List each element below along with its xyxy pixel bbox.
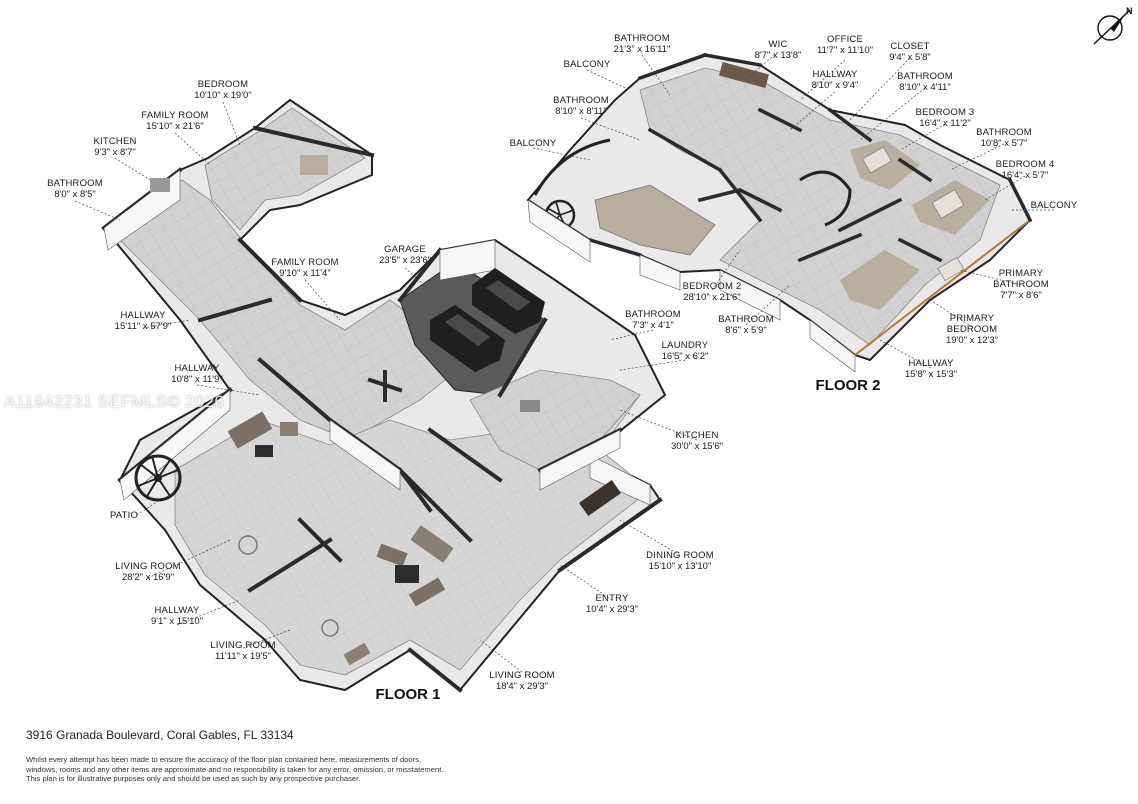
disclaimer-text: Whilst every attempt has been made to en… (26, 755, 486, 784)
compass-icon (1093, 9, 1131, 45)
primary-bedroom-carpet (840, 250, 920, 310)
bedroom4-bed (931, 189, 965, 219)
floor1-wall-faces (103, 169, 651, 506)
label-balcony-2: BALCONY (509, 138, 557, 149)
disclaimer-line: windows, rooms and any other items are a… (26, 764, 444, 774)
disclaimer-line: Whilst every attempt has been made to en… (26, 755, 422, 764)
balcony-rail (854, 219, 1031, 356)
garage-car-2 (472, 268, 545, 334)
floor2-curved-stair (799, 170, 852, 227)
property-address: 3916 Granada Boulevard, Coral Gables, FL… (26, 728, 294, 742)
floor2-title: FLOOR 2 (815, 377, 881, 394)
kitchen-floor (469, 369, 641, 471)
floor2-plan (526, 52, 1033, 373)
balcony-curve (533, 138, 611, 196)
bedroom3-bed (862, 146, 892, 174)
bedroom3-carpet (850, 140, 920, 190)
leader-lines (74, 51, 1054, 673)
disclaimer-line: This plan is for illustrative purposes o… (26, 774, 361, 784)
primary-bed (937, 257, 965, 281)
label-patio: PATIO (109, 510, 139, 521)
wic-shelves (719, 62, 769, 88)
bedroom2-carpet (594, 184, 716, 256)
floor1-title: FLOOR 1 (375, 686, 441, 703)
garage-car-1 (430, 305, 505, 372)
compass-label: N (1126, 6, 1133, 16)
label-balcony-1: BALCONY (563, 59, 611, 70)
floor1-plan (101, 98, 667, 693)
floor2-interior-walls (587, 52, 1033, 263)
mls-watermark: A11942231 SEFMLS© 2026 (4, 392, 225, 411)
label-balcony-3: BALCONY (1030, 200, 1078, 211)
floor1-spiral-stair (134, 454, 182, 502)
floor1-furniture (150, 155, 621, 666)
floor1-upper-wing-floor (204, 107, 366, 231)
